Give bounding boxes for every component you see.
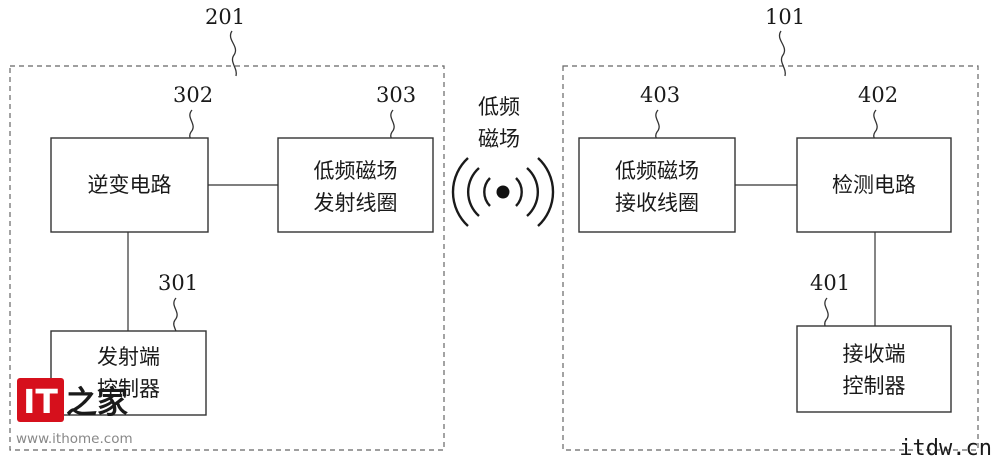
inverter-label: 逆变电路 (88, 173, 172, 197)
signal-wave-left-2 (466, 167, 480, 217)
corner-watermark: itdw.cn (899, 436, 992, 459)
detector-label: 检测电路 (832, 173, 916, 197)
wireless-signal-icon (451, 157, 555, 227)
signal-wave-left-3 (451, 157, 469, 227)
receiver-leader (778, 30, 786, 77)
signal-wave-right-1 (515, 177, 523, 207)
transmit-coil-label-line2: 发射线圈 (314, 191, 398, 215)
transmit-controller-label-line2: 控制器 (97, 377, 160, 401)
receive-coil-label-line1: 低频磁场 (615, 159, 699, 183)
field-label-line2: 磁场 (478, 127, 520, 151)
inverter-ref: 302 (173, 83, 213, 107)
receiver-group-border (562, 65, 979, 451)
signal-wave-right-3 (537, 157, 555, 227)
logo-it-text: IT (23, 382, 58, 421)
transmit-controller-ref: 301 (158, 271, 198, 295)
signal-center-dot (496, 185, 510, 199)
logo-zhijia-text: 之家 (66, 385, 128, 421)
watermark-url: www.ithome.com (16, 431, 133, 447)
field-label-line1: 低频 (478, 95, 520, 119)
logo-red-block (17, 378, 64, 422)
receiver-ref: 101 (765, 5, 805, 29)
transmit-coil-label-line1: 低频磁场 (314, 159, 398, 183)
transmitter-ref: 201 (205, 5, 245, 29)
transmit-coil-box (277, 137, 434, 233)
inverter-box (50, 137, 209, 233)
receive-controller-label-line1: 接收端 (843, 342, 906, 366)
receive-controller-ref: 401 (810, 271, 850, 295)
receive-controller-box (796, 325, 952, 413)
transmit-coil-ref: 303 (376, 83, 416, 107)
receive-controller-label-line2: 控制器 (843, 374, 906, 398)
ithome-logo: IT 之家 (17, 378, 128, 422)
transmitter-group-border (9, 65, 445, 451)
transmit-controller-label-line1: 发射端 (97, 345, 160, 369)
receive-coil-label-line2: 接收线圈 (615, 191, 699, 215)
transmitter-leader (229, 30, 237, 77)
signal-wave-right-2 (526, 167, 540, 217)
signal-wave-left-1 (483, 177, 491, 207)
detector-box (796, 137, 952, 233)
receive-coil-ref: 403 (640, 83, 680, 107)
detector-ref: 402 (858, 83, 898, 107)
receive-coil-box (578, 137, 736, 233)
